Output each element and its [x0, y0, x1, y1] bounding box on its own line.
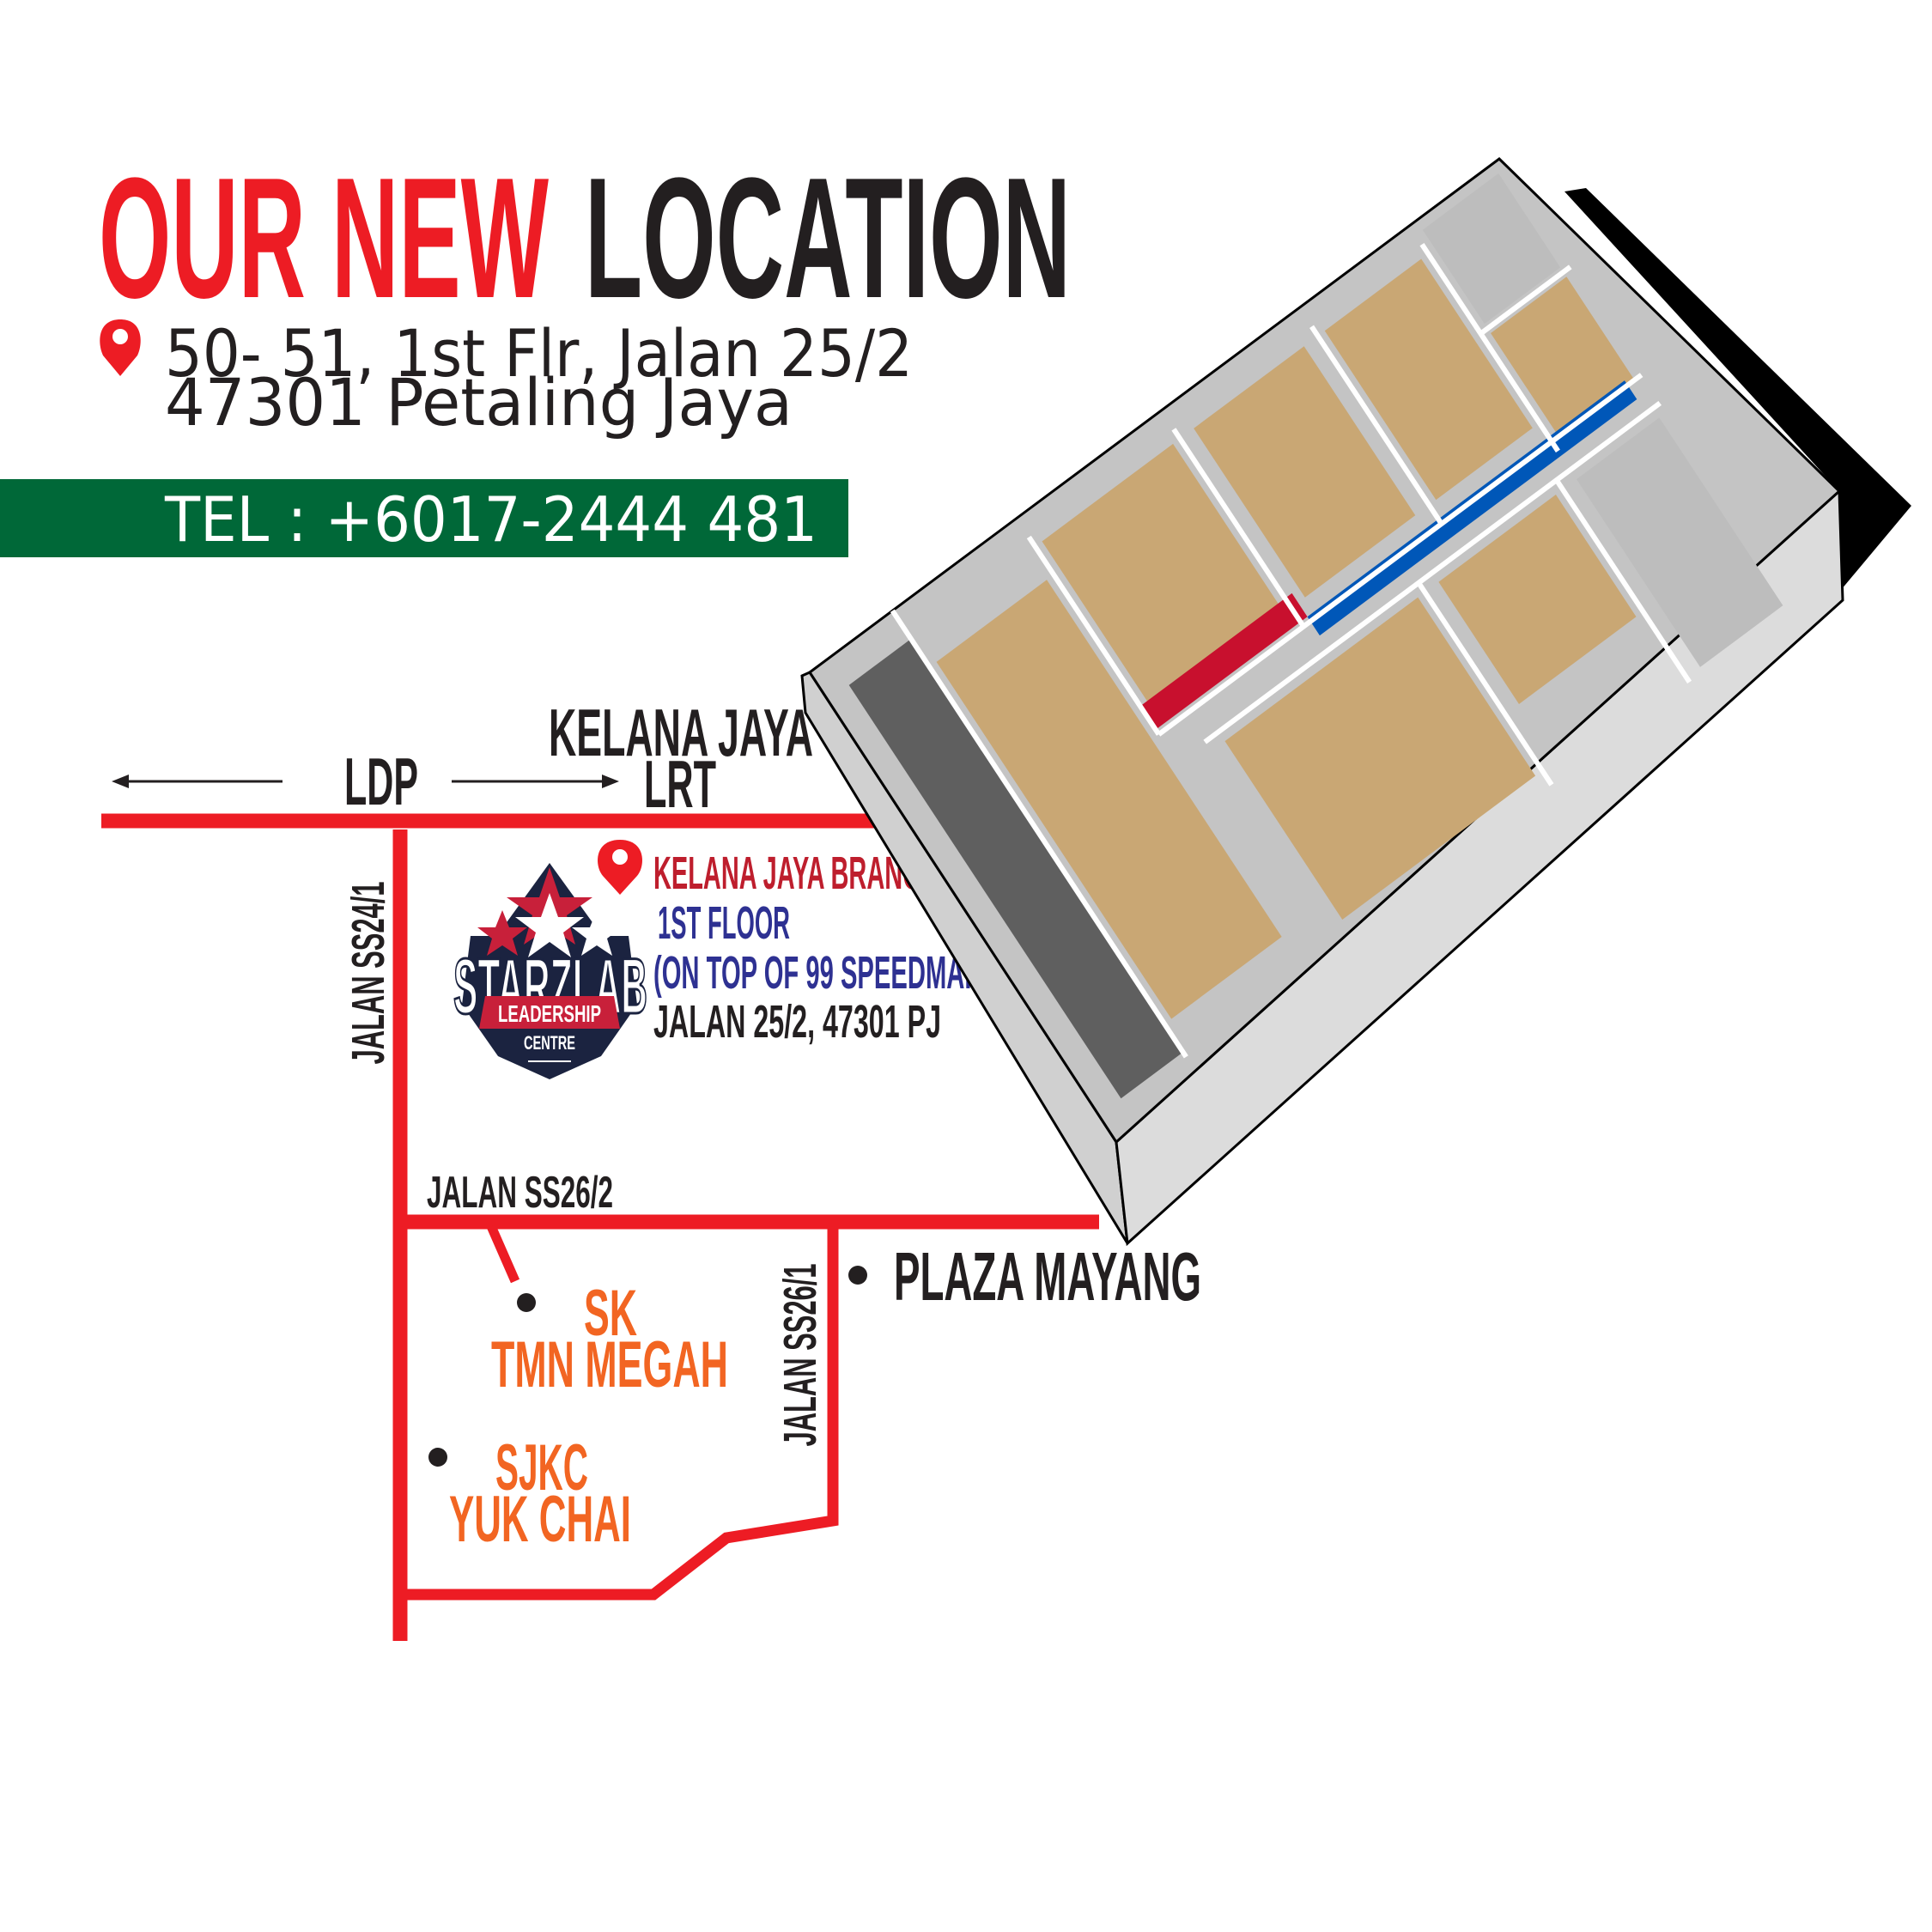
classroom-4 — [1438, 495, 1637, 704]
location-pin-icon — [100, 319, 141, 376]
road-ss26-1 — [400, 1222, 839, 1601]
landmark-sk: SK — [584, 1277, 637, 1350]
logo-sub: CENTRE — [524, 1032, 575, 1054]
window-walkway — [848, 639, 1183, 1099]
label-kelana-jaya: KELANA JAYA — [549, 695, 813, 770]
landmark-dot-sk — [517, 1293, 536, 1312]
label-ldp: LDP — [344, 744, 418, 819]
label-jalan-ss26-2: JALAN SS26/2 — [427, 1168, 613, 1218]
landmark-dot-plaza — [848, 1266, 867, 1285]
office — [1577, 417, 1783, 667]
branch-note: (ON TOP OF 99 SPEEDMART) — [653, 947, 1006, 999]
landmark-dot-sjkc — [428, 1448, 447, 1467]
arrow-left-icon — [112, 775, 283, 788]
label-lrt: LRT — [644, 746, 716, 822]
branch-address: JALAN 25/2, 47301 PJ — [653, 996, 941, 1048]
landmark-tmn-megah: TMN MEGAH — [491, 1328, 728, 1401]
accent-wall-red — [1139, 592, 1308, 730]
pantry — [1491, 276, 1635, 437]
star-icon — [572, 910, 622, 956]
starzlab-logo: STARZLAB LEADERSHIP CENTRE — [453, 863, 649, 1079]
building-shadow — [1564, 188, 1911, 600]
address-line-2: 47301 Petaling Jaya — [165, 364, 793, 440]
toilets — [1422, 173, 1561, 325]
classroom-1 — [1194, 346, 1416, 598]
landmark-sjkc: SJKC — [495, 1431, 588, 1504]
tel-number[interactable]: TEL : +6017-2444 481 — [164, 483, 817, 556]
label-jalan-ss24-1: JALAN SS24/1 — [343, 882, 394, 1065]
classroom-3 — [1224, 597, 1536, 920]
road-map — [101, 813, 1099, 1641]
label-jalan-ss26-1: JALAN SS26/1 — [775, 1264, 826, 1447]
arrow-right-icon — [452, 775, 619, 788]
tel-banner — [0, 479, 848, 557]
training-room — [1042, 443, 1285, 711]
branch-pin-icon — [598, 840, 642, 895]
branch-floor: 1ST FLOOR — [658, 897, 790, 949]
logo-ribbon: LEADERSHIP — [498, 1000, 601, 1027]
lobby-floor — [936, 580, 1282, 1019]
classroom-2 — [1324, 258, 1533, 501]
star-icon — [477, 910, 527, 956]
title-location: LOCATION — [585, 143, 1071, 334]
address-line-1: 50- 51, 1st Flr, Jalan 25/2 — [165, 315, 913, 392]
floor-plan-3d — [800, 157, 1911, 1247]
landmark-plaza-mayang: PLAZA MAYANG — [894, 1238, 1201, 1315]
road-spur — [486, 1224, 520, 1284]
title-our-new: OUR NEW — [99, 143, 549, 334]
landmark-yuk-chai: YUK CHAI — [449, 1483, 631, 1556]
star-icon — [515, 893, 584, 957]
